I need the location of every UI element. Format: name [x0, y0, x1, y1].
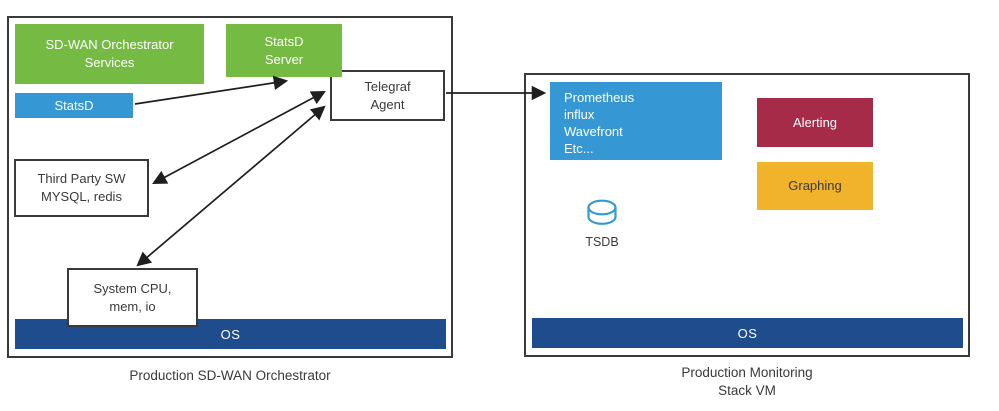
orchestrator-services-box: SD-WAN Orchestrator Services — [15, 24, 204, 84]
right-vm-caption: Production Monitoring Stack VM — [681, 365, 813, 399]
metrics-collectors-box: Prometheus influx Wavefront Etc... — [550, 82, 722, 160]
third-party-sw-box: Third Party SW MYSQL, redis — [14, 159, 149, 217]
os-bar-right: OS — [532, 318, 963, 348]
tsdb-node: TSDB — [578, 199, 626, 249]
telegraf-agent-box: Telegraf Agent — [330, 70, 445, 121]
tsdb-label: TSDB — [585, 235, 619, 249]
graphing-box: Graphing — [757, 162, 873, 210]
database-cylinder-icon — [587, 199, 617, 225]
left-vm-caption: Production SD-WAN Orchestrator — [129, 368, 331, 383]
statsd-server-box: StatsD Server — [226, 24, 342, 77]
sdwan-orchestrator-vm: SD-WAN Orchestrator Services Telegraf Ag… — [7, 16, 453, 358]
alerting-box: Alerting — [757, 98, 873, 147]
monitoring-stack-vm: Prometheus influx Wavefront Etc... Alert… — [524, 73, 970, 357]
system-resources-box: System CPU, mem, io — [67, 268, 198, 327]
statsd-box: StatsD — [15, 93, 133, 118]
